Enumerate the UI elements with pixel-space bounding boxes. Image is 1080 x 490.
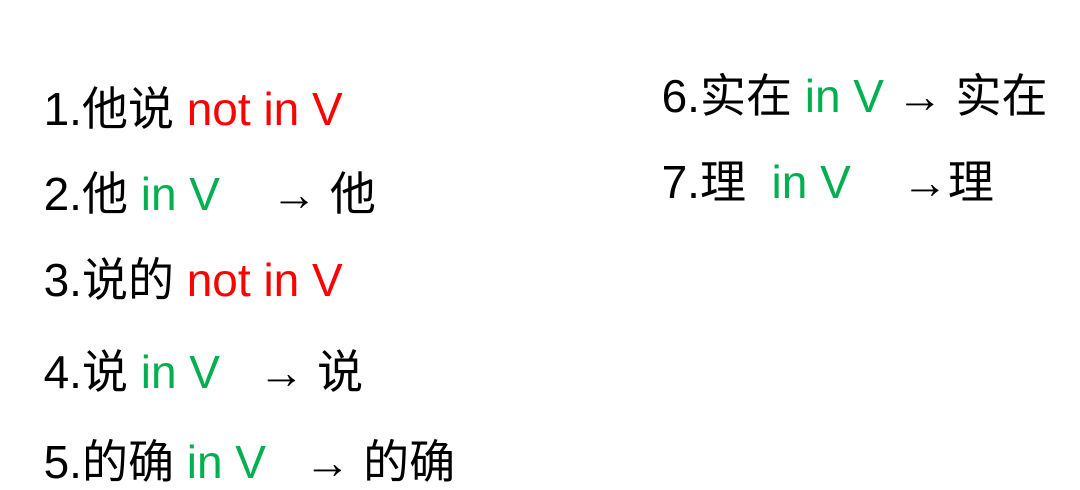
- step-result: 实在: [955, 69, 1048, 123]
- step-4: 4.说 in V → 说: [18, 288, 364, 400]
- step-number: 2.: [43, 168, 82, 220]
- status-not-in-v: not in V: [186, 254, 343, 306]
- step-word: 他: [81, 167, 128, 221]
- right-arrow-icon: →: [901, 156, 948, 208]
- step-word: 实在: [699, 69, 792, 123]
- status-in-v: in V: [140, 168, 220, 220]
- step-7: 7.理 in V →理: [636, 98, 994, 210]
- step-word: 说的: [81, 253, 174, 307]
- step-number: 5.: [43, 436, 82, 488]
- step-3: 3.说的 not in V: [18, 196, 343, 308]
- right-arrow-icon: →: [896, 70, 943, 122]
- step-result: 他: [329, 167, 376, 221]
- step-number: 6.: [661, 70, 700, 122]
- step-2: 2.他 in V → 他: [18, 110, 376, 222]
- step-6: 6.实在 in V → 实在: [636, 12, 1048, 124]
- step-number: 7.: [661, 156, 700, 208]
- step-result: 理: [947, 155, 994, 209]
- right-arrow-icon: →: [258, 346, 305, 398]
- step-number: 3.: [43, 254, 82, 306]
- status-in-v: in V: [140, 346, 220, 398]
- status-in-v: in V: [186, 436, 266, 488]
- status-in-v: in V: [771, 156, 851, 208]
- step-5: 5.的确 in V → 的确: [18, 378, 456, 490]
- step-word: 理: [699, 155, 746, 209]
- step-word: 他说: [81, 82, 174, 136]
- status-not-in-v: not in V: [186, 83, 343, 135]
- step-result: 说: [317, 345, 364, 399]
- step-number: 4.: [43, 346, 82, 398]
- status-in-v: in V: [804, 70, 884, 122]
- step-result: 的确: [363, 435, 456, 489]
- right-arrow-icon: →: [271, 168, 318, 220]
- step-word: 的确: [81, 435, 174, 489]
- step-number: 1.: [43, 83, 82, 135]
- step-word: 说: [81, 345, 128, 399]
- step-1: 1.他说 not in V: [18, 25, 343, 137]
- right-arrow-icon: →: [304, 436, 351, 488]
